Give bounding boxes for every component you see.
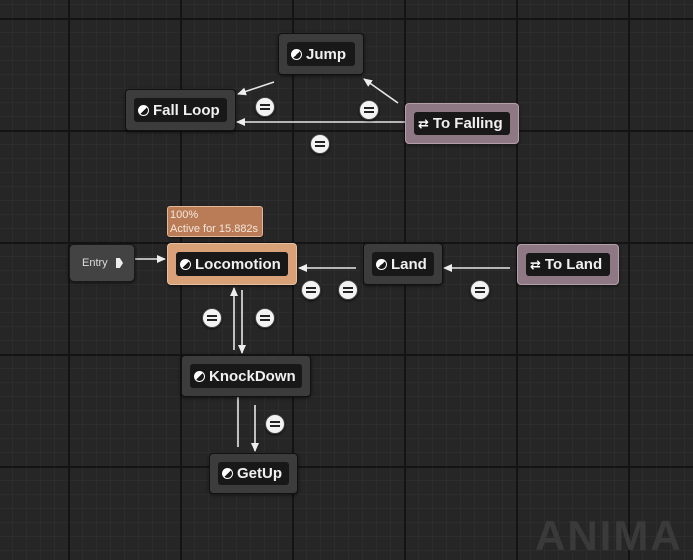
state-fall-loop-body: Fall Loop bbox=[134, 98, 227, 122]
state-knockdown-label: KnockDown bbox=[209, 367, 296, 385]
state-jump-label: Jump bbox=[306, 45, 347, 63]
conduit-icon: ⇄ bbox=[530, 257, 541, 272]
state-fall-loop-label: Fall Loop bbox=[153, 101, 220, 119]
state-knockdown[interactable]: KnockDown bbox=[181, 355, 311, 397]
transition-rule-icon[interactable] bbox=[255, 97, 275, 117]
state-getup-label: GetUp bbox=[237, 465, 282, 482]
entry-label: Entry bbox=[82, 257, 108, 269]
exec-pin-icon[interactable] bbox=[116, 258, 123, 268]
conduit-to-falling[interactable]: ⇄ To Falling bbox=[405, 103, 519, 144]
state-icon bbox=[138, 104, 149, 116]
transition-rule-icon[interactable] bbox=[265, 414, 285, 434]
conduit-to-falling-body: ⇄ To Falling bbox=[414, 112, 510, 135]
state-getup[interactable]: GetUp bbox=[209, 453, 298, 494]
tooltip-percent: 100% bbox=[170, 209, 199, 221]
wire-jump-to-fallloop bbox=[237, 81, 275, 96]
wire-tofalling-to-jump bbox=[363, 78, 399, 104]
debug-tooltip: 100% Active for 15.882s bbox=[167, 206, 263, 237]
transition-rule-icon[interactable] bbox=[470, 280, 490, 300]
state-locomotion-body: Locomotion bbox=[176, 252, 288, 276]
entry-node[interactable]: Entry bbox=[69, 244, 135, 282]
state-icon bbox=[291, 48, 302, 60]
state-locomotion[interactable]: Locomotion bbox=[167, 243, 297, 285]
state-land[interactable]: Land bbox=[363, 243, 443, 285]
state-knockdown-body: KnockDown bbox=[190, 364, 302, 388]
state-icon bbox=[222, 468, 233, 479]
transition-rule-icon[interactable] bbox=[301, 280, 321, 300]
transition-rule-icon[interactable] bbox=[255, 308, 275, 328]
graph-watermark: ANIMA bbox=[535, 512, 683, 559]
state-icon bbox=[180, 258, 191, 270]
transition-rule-icon[interactable] bbox=[202, 308, 222, 328]
conduit-to-falling-label: To Falling bbox=[432, 115, 503, 132]
conduit-to-land[interactable]: ⇄ To Land bbox=[517, 244, 619, 285]
state-land-body: Land bbox=[372, 252, 434, 276]
state-icon bbox=[376, 258, 387, 270]
state-icon bbox=[194, 370, 205, 382]
transition-rule-icon[interactable] bbox=[338, 280, 358, 300]
state-fall-loop[interactable]: Fall Loop bbox=[125, 89, 236, 131]
conduit-to-land-body: ⇄ To Land bbox=[526, 253, 610, 276]
state-jump-body: Jump bbox=[287, 42, 355, 66]
conduit-to-land-label: To Land bbox=[544, 256, 603, 273]
state-getup-body: GetUp bbox=[218, 462, 289, 485]
transition-rule-icon[interactable] bbox=[359, 100, 379, 120]
transition-rule-icon[interactable] bbox=[310, 134, 330, 154]
tooltip-active-time: Active for 15.882s bbox=[170, 223, 259, 235]
transition-wires bbox=[135, 78, 510, 452]
state-land-label: Land bbox=[391, 255, 427, 273]
state-jump[interactable]: Jump bbox=[278, 33, 364, 75]
conduit-icon: ⇄ bbox=[418, 116, 429, 131]
state-locomotion-label: Locomotion bbox=[195, 255, 281, 273]
